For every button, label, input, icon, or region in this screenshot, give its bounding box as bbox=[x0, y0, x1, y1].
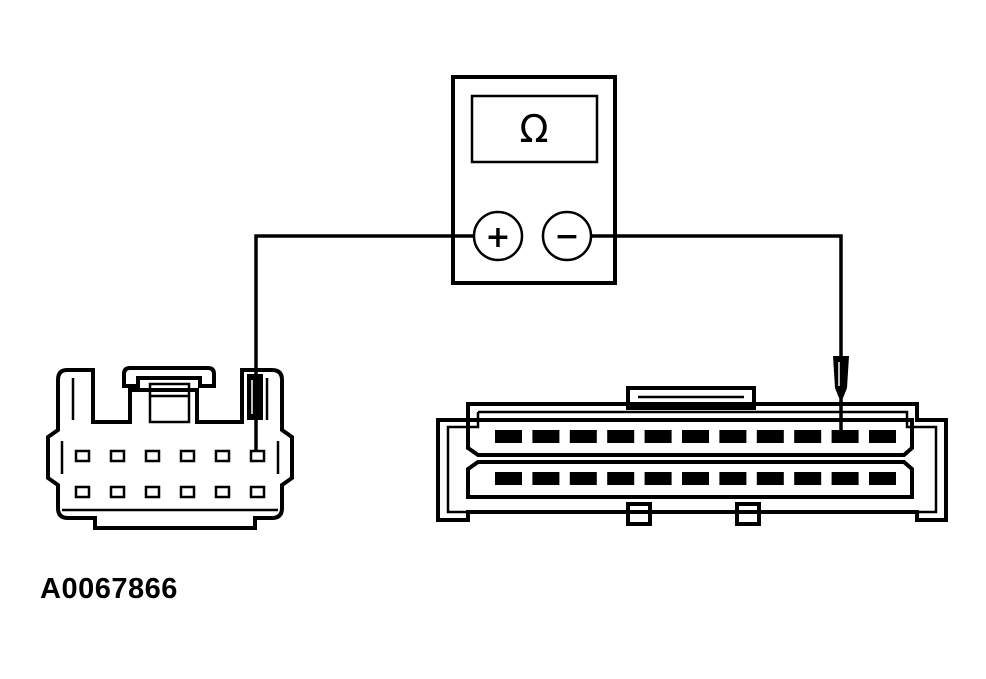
right-connector-cavity bbox=[607, 472, 635, 485]
positive-probe-tip bbox=[247, 374, 263, 420]
negative-probe bbox=[833, 356, 849, 432]
right-connector-cavity bbox=[794, 472, 822, 485]
left-connector-housing bbox=[46, 368, 294, 530]
right-connector-lock-tab bbox=[626, 386, 756, 410]
left-connector-cavity bbox=[214, 485, 231, 499]
negative-terminal-label: − bbox=[554, 219, 579, 254]
right-connector-cavity bbox=[756, 430, 784, 443]
left-connector-cavity bbox=[144, 449, 161, 463]
right-connector-cavity bbox=[682, 472, 709, 485]
left-connector-cavity bbox=[109, 449, 126, 463]
right-connector-cavity bbox=[719, 472, 747, 485]
left-connector-cavity bbox=[74, 485, 91, 499]
right-connector-cavity bbox=[682, 430, 709, 443]
ohmmeter-body bbox=[451, 75, 617, 285]
right-connector-cavity bbox=[831, 430, 859, 443]
ohm-symbol: Ω bbox=[519, 107, 548, 151]
left-connector-cavity bbox=[214, 449, 231, 463]
right-connector-row-lower bbox=[466, 460, 914, 499]
negative-test-lead bbox=[591, 234, 843, 356]
right-connector-cavity bbox=[607, 430, 635, 443]
right-connector-cavity bbox=[644, 430, 672, 443]
left-connector-cavity bbox=[249, 449, 266, 463]
negative-probe-tip bbox=[833, 356, 849, 398]
left-connector-cavity bbox=[249, 485, 266, 499]
ohmmeter: Ω + − bbox=[451, 75, 617, 285]
ohmmeter-display bbox=[470, 94, 599, 164]
right-connector-cavity bbox=[495, 472, 522, 485]
left-connector-cavity bbox=[179, 449, 196, 463]
left-connector-cavity bbox=[109, 485, 126, 499]
right-connector-cavity bbox=[532, 430, 560, 443]
left-connector-latch bbox=[122, 366, 216, 388]
right-connector-cavity bbox=[794, 430, 822, 443]
left-connector-side-ridge bbox=[60, 441, 280, 474]
left-connector-cavity bbox=[179, 485, 196, 499]
left-connector-cavity bbox=[144, 485, 161, 499]
positive-test-lead bbox=[254, 234, 474, 374]
right-connector-cavity bbox=[532, 472, 560, 485]
right-connector-cavity bbox=[719, 430, 747, 443]
right-connector-cavity bbox=[644, 472, 672, 485]
right-connector-pins bbox=[495, 430, 896, 485]
right-connector-cavity bbox=[869, 430, 896, 443]
left-connector-latch-body bbox=[148, 382, 191, 424]
right-connector bbox=[436, 356, 948, 526]
right-connector-cavity bbox=[569, 472, 597, 485]
right-connector-row-upper bbox=[466, 418, 914, 457]
positive-terminal-label: + bbox=[485, 220, 510, 255]
right-connector-cavity bbox=[495, 430, 522, 443]
right-connector-cavity bbox=[831, 472, 859, 485]
positive-probe bbox=[247, 374, 263, 452]
left-connector-cavity bbox=[74, 449, 91, 463]
left-connector bbox=[46, 366, 294, 530]
right-connector-cavity bbox=[869, 472, 896, 485]
left-connector-pins bbox=[74, 449, 266, 499]
right-connector-cavity bbox=[756, 472, 784, 485]
figure-id: A0067866 bbox=[40, 573, 178, 605]
right-connector-cavity bbox=[569, 430, 597, 443]
